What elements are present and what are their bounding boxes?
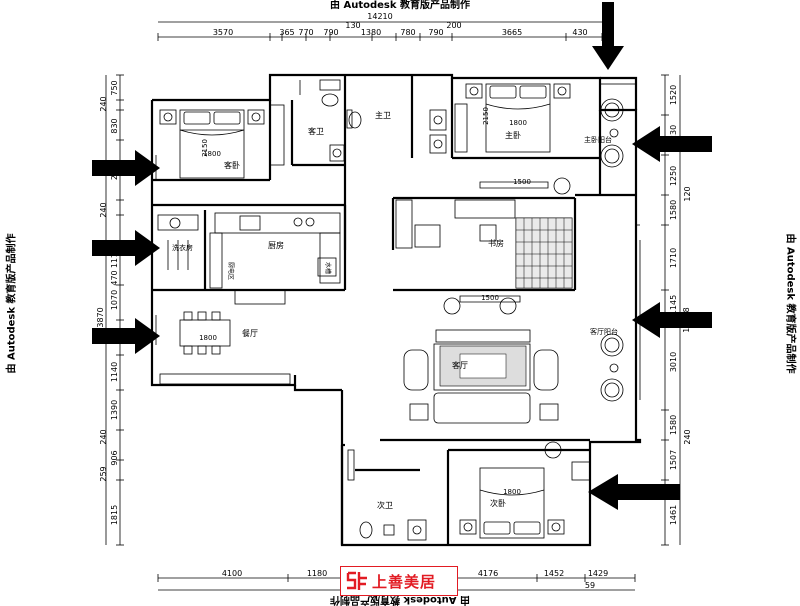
dim-bottom-seg: 1429 bbox=[588, 569, 608, 578]
room-label-guest-bath: 客卫 bbox=[308, 126, 324, 136]
dim-top-seg: 365 bbox=[279, 28, 294, 37]
dim-top-seg: 3570 bbox=[213, 28, 233, 37]
dim-left-seg: 830 bbox=[110, 118, 119, 133]
room-label-study: 书房 bbox=[488, 238, 504, 248]
dim-bottom-sub: 59 bbox=[585, 581, 595, 590]
room-label-guest-bed: 客卧 bbox=[224, 160, 240, 170]
dim-left-seg: 1815 bbox=[110, 505, 119, 525]
room-label-dining: 餐厅 bbox=[242, 329, 258, 338]
dim-left-seg: 1140 bbox=[110, 362, 119, 382]
dim-left-seg: 1390 bbox=[110, 400, 119, 420]
room-label-master-bath: 主卫 bbox=[375, 110, 391, 120]
dining-table bbox=[159, 311, 291, 385]
guest-bed-length: 2150 bbox=[201, 139, 209, 157]
dim-left-seg: 259 bbox=[99, 466, 108, 481]
dim-top-sub1: 130 bbox=[345, 21, 360, 30]
study-bookcase-hatch bbox=[515, 217, 573, 289]
dim-bottom-seg: 1452 bbox=[544, 569, 564, 578]
guest-bed bbox=[159, 104, 285, 179]
balcony-chairs-living bbox=[600, 333, 624, 402]
room-label-kitchen: 厨房 bbox=[268, 240, 284, 250]
brand-logo-mark-icon bbox=[346, 571, 367, 590]
dim-top-seg: 430 bbox=[572, 28, 587, 37]
brand-logo: 上善美居 bbox=[340, 566, 458, 596]
dim-top-seg: 3665 bbox=[502, 28, 522, 37]
dim-left-seg: 906 bbox=[110, 450, 119, 465]
tv-wall-dim: 1500 bbox=[481, 294, 499, 302]
arrow-left-icon bbox=[632, 126, 712, 162]
walls bbox=[150, 73, 642, 547]
living-room-furniture bbox=[403, 295, 559, 424]
dim-right-seg: 1580 bbox=[669, 415, 678, 435]
study-desk-dim: 1500 bbox=[513, 178, 531, 186]
kitchen-fixtures bbox=[209, 212, 341, 305]
dim-top-seg: 790 bbox=[323, 28, 338, 37]
arrow-left-icon bbox=[632, 302, 712, 338]
dim-right-seg: 240 bbox=[683, 429, 692, 444]
dim-left-seg: 240 bbox=[99, 202, 108, 217]
dim-left-seg: 1070 bbox=[110, 290, 119, 310]
room-label-kitchen-sink: 水槽 bbox=[324, 262, 332, 274]
master-bed-length: 2150 bbox=[482, 107, 490, 125]
arrow-right-icon bbox=[92, 230, 160, 266]
dim-right-seg: 1507 bbox=[669, 450, 678, 470]
dim-left-seg: 750 bbox=[110, 80, 119, 95]
guest-bath-fixtures bbox=[299, 79, 345, 162]
dim-top-seg: 790 bbox=[428, 28, 443, 37]
living-rug bbox=[439, 345, 527, 387]
watermark-left: 由 Autodesk 教育版产品制作 bbox=[6, 233, 18, 374]
dim-right-seg: 1580 bbox=[669, 200, 678, 220]
dim-bottom-seg: 4176 bbox=[478, 569, 498, 578]
master-bed bbox=[454, 83, 571, 153]
room-label-living-balcony: 客厅阳台 bbox=[590, 327, 618, 336]
dim-left-seg: 240 bbox=[99, 96, 108, 111]
arrow-right-icon bbox=[92, 318, 160, 354]
dim-top-sub2: 200 bbox=[446, 21, 461, 30]
room-label-fridge-area: 厨电区 bbox=[227, 262, 235, 280]
watermark-top: 由 Autodesk 教育版产品制作 bbox=[329, 0, 470, 11]
dim-right-seg: 1520 bbox=[669, 85, 678, 105]
second-bed bbox=[459, 441, 565, 539]
dim-right-seg: 1250 bbox=[669, 166, 678, 186]
master-bed-width: 1800 bbox=[509, 119, 527, 127]
dim-right-seg: 1230 bbox=[669, 125, 678, 145]
dim-right-seg: 1461 bbox=[669, 505, 678, 525]
dim-top-total: 14210 bbox=[367, 12, 392, 21]
room-label-master-bed: 主卧 bbox=[505, 130, 521, 140]
dim-top-seg: 1380 bbox=[361, 28, 381, 37]
watermark-right: 由 Autodesk 教育版产品制作 bbox=[784, 233, 796, 374]
dim-left-seg: 470 bbox=[110, 270, 119, 285]
dim-left-total: 13870 bbox=[96, 307, 105, 332]
balcony-chairs-master bbox=[600, 98, 624, 168]
arrows bbox=[92, 2, 712, 510]
room-label-second-bed: 次卧 bbox=[490, 498, 506, 508]
second-bed-width: 1800 bbox=[503, 488, 521, 496]
dim-left-seg: 240 bbox=[99, 429, 108, 444]
dim-left-seg: 1170 bbox=[110, 248, 119, 268]
dim-bottom-seg: 1180 bbox=[307, 569, 327, 578]
room-label-master-balcony: 主卧阳台 bbox=[584, 135, 612, 144]
second-bath-fixtures bbox=[347, 449, 427, 541]
dim-top-seg: 770 bbox=[298, 28, 313, 37]
arrow-down-icon bbox=[592, 2, 624, 70]
arrow-right-icon bbox=[92, 150, 160, 186]
dining-table-dim: 1800 bbox=[199, 334, 217, 342]
dim-right-seg: 1710 bbox=[669, 248, 678, 268]
room-label-living: 客厅 bbox=[452, 360, 468, 370]
room-label-second-bath: 次卫 bbox=[377, 500, 393, 510]
dim-right-seg: 3010 bbox=[669, 352, 678, 372]
laundry-fixtures bbox=[157, 214, 199, 270]
dim-top-seg: 780 bbox=[400, 28, 415, 37]
dim-bottom-seg: 4100 bbox=[222, 569, 242, 578]
room-label-laundry: 洗衣房 bbox=[172, 243, 193, 252]
brand-name: 上善美居 bbox=[372, 572, 437, 591]
dim-right-seg: 1145 bbox=[669, 295, 678, 315]
guest-bed-width: 1800 bbox=[203, 150, 221, 158]
master-bath-fixtures bbox=[346, 109, 447, 154]
arrow-left-icon bbox=[588, 474, 680, 510]
dim-right-seg: 120 bbox=[683, 186, 692, 201]
